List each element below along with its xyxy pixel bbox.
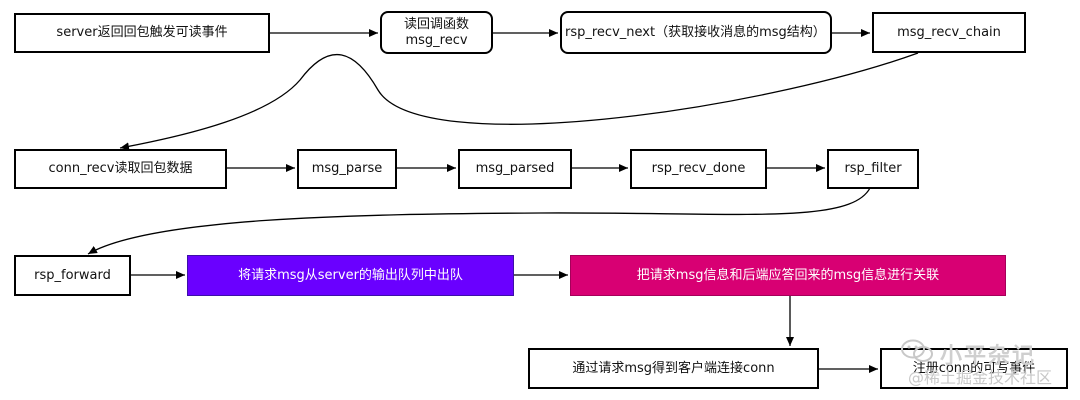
node-link-request-response: 把请求msg信息和后端应答回来的msg信息进行关联 [570,255,1006,296]
node-label: 把请求msg信息和后端应答回来的msg信息进行关联 [636,267,940,283]
node-label: rsp_filter [844,161,902,176]
node-label: 将请求msg从server的输出队列中出队 [238,267,463,283]
node-label: 注册conn的可写事件 [912,360,1036,376]
node-rsp-recv-next: rsp_recv_next（获取接收消息的msg结构） [560,11,832,54]
node-rsp-recv-done: rsp_recv_done [630,149,767,189]
node-label: rsp_recv_done [651,161,746,176]
node-conn-recv: conn_recv读取回包数据 [14,149,227,189]
node-rsp-forward: rsp_forward [14,255,131,296]
node-label: conn_recv读取回包数据 [48,161,193,176]
node-msg-parsed: msg_parsed [458,149,572,189]
node-label-line2: msg_recv [405,32,468,48]
node-msg-recv: 读回调函数 msg_recv [380,11,493,54]
node-label: msg_parsed [475,161,555,176]
node-get-client-conn: 通过请求msg得到客户端连接conn [528,348,819,389]
node-rsp-filter: rsp_filter [827,149,919,189]
node-msg-parse: msg_parse [297,149,397,189]
node-label: rsp_forward [34,267,111,283]
watermark-site: @稀土掘金技术社区 [908,368,1053,387]
node-label-line1: 读回调函数 [403,16,469,32]
edge-n4-n5 [119,52,919,151]
watermark-name: 小平杂记 [940,344,1037,369]
node-register-writable: 注册conn的可写事件 [880,348,1068,389]
edge-n9-n10 [87,187,871,255]
node-dequeue-request: 将请求msg从server的输出队列中出队 [187,255,514,296]
node-label: 通过请求msg得到客户端连接conn [572,360,775,376]
node-label: rsp_recv_next（获取接收消息的msg结构） [565,24,826,40]
node-msg-recv-chain: msg_recv_chain [872,12,1026,53]
wechat-icon [901,339,933,362]
node-server-readable-event: server返回回包触发可读事件 [14,13,270,53]
node-label: msg_parse [311,161,383,176]
node-label: server返回回包触发可读事件 [56,25,228,40]
node-label: msg_recv_chain [897,24,1001,40]
